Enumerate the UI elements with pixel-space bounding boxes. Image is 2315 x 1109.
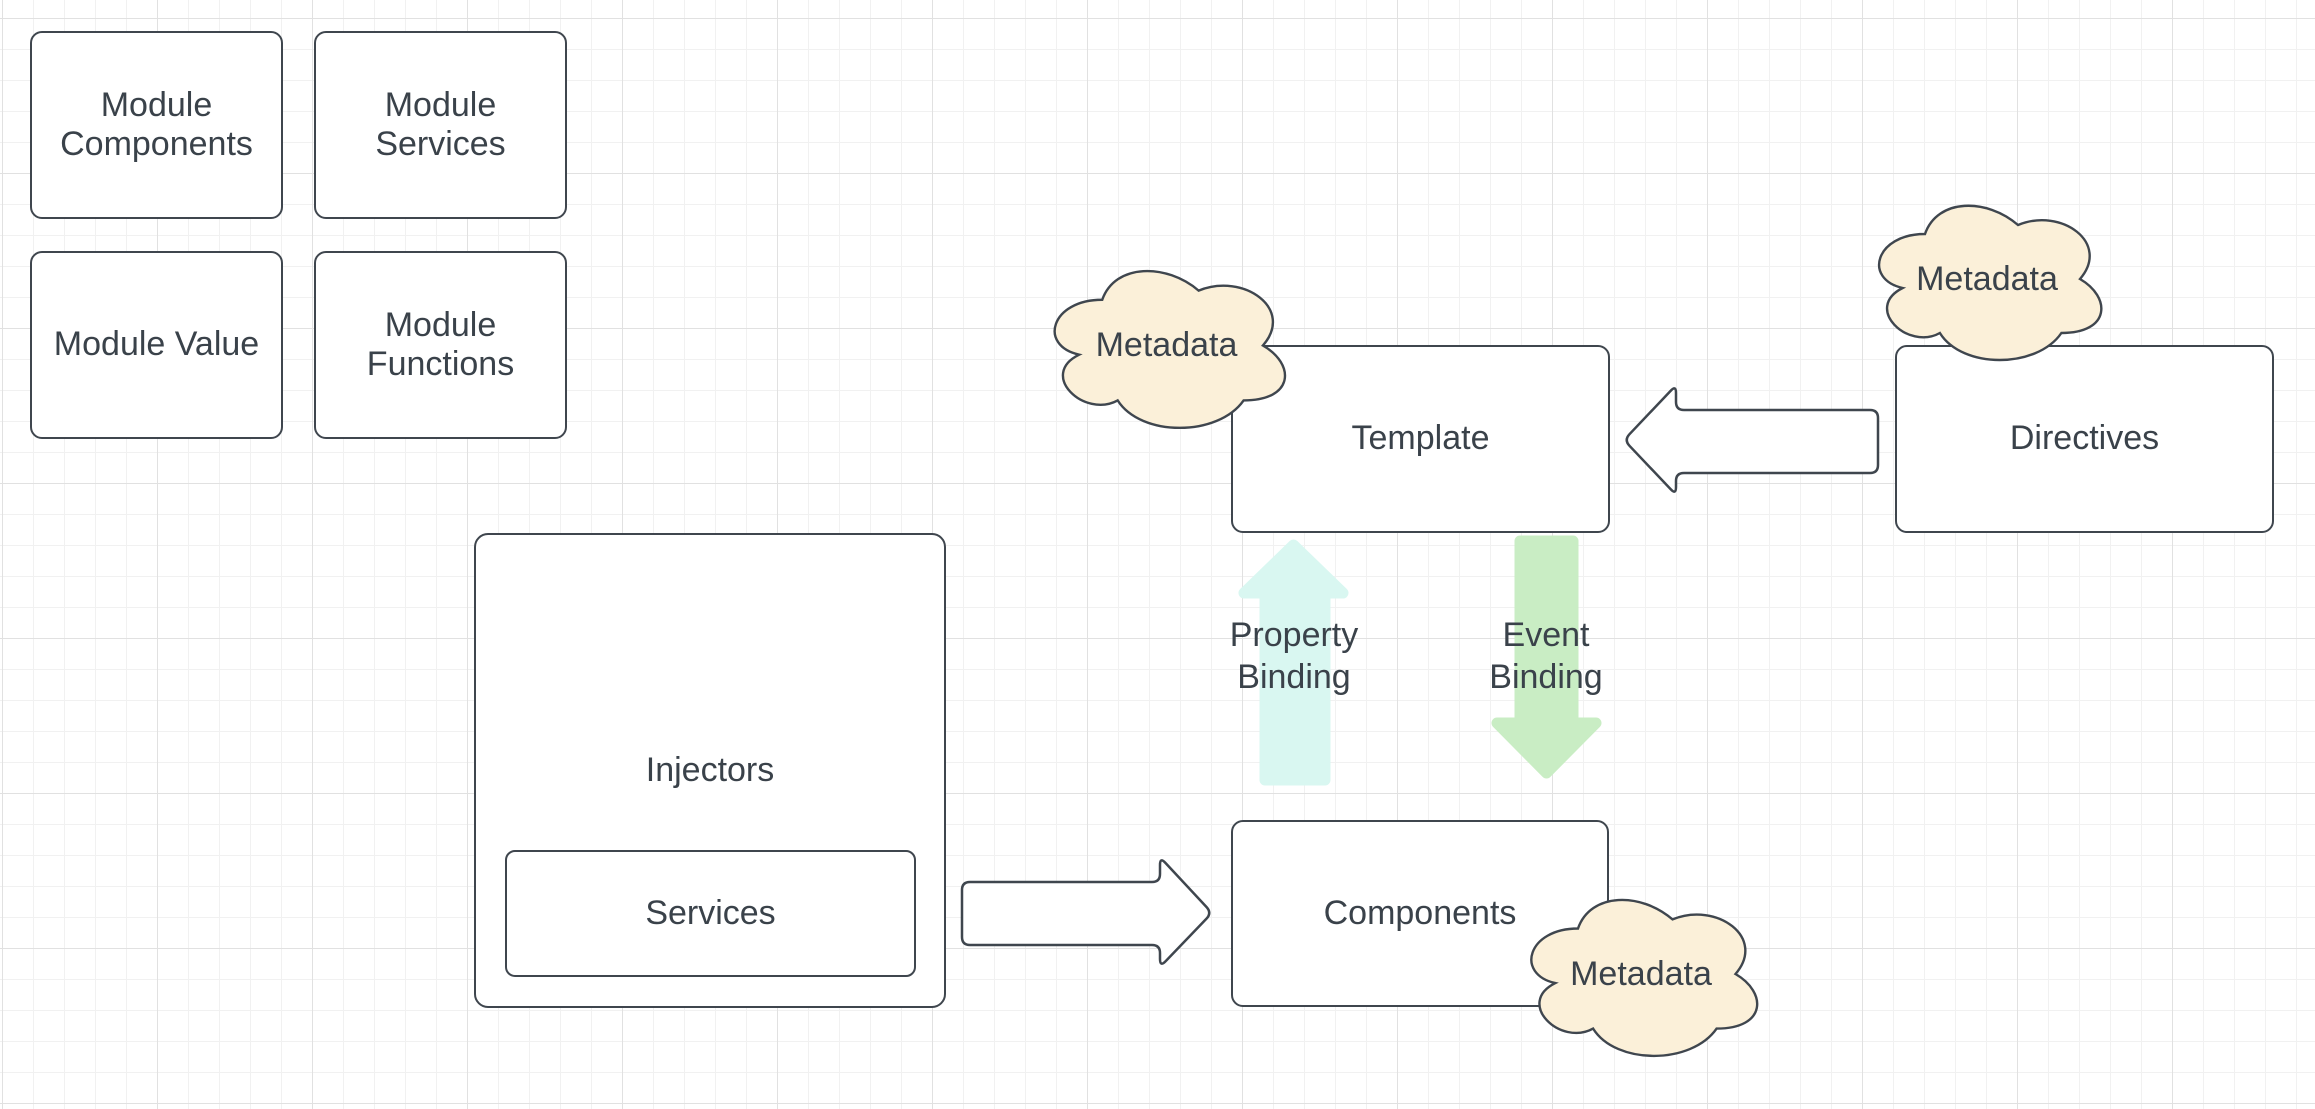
node-template[interactable]: Template bbox=[1231, 345, 1610, 533]
metadata-cloud-template[interactable] bbox=[1038, 254, 1295, 437]
node-label: Components bbox=[1323, 893, 1517, 932]
node-label: Directives bbox=[2009, 419, 2160, 458]
node-services[interactable]: Services bbox=[505, 850, 916, 977]
node-module-components[interactable]: Module Components bbox=[30, 31, 283, 219]
right-arrow-injectors-to-components[interactable] bbox=[960, 857, 1212, 967]
node-label: Module Services bbox=[375, 85, 506, 163]
node-label: Injectors bbox=[645, 751, 775, 789]
node-label: Template bbox=[1351, 419, 1490, 458]
node-module-functions[interactable]: Module Functions bbox=[314, 251, 567, 439]
node-label: Module Value bbox=[53, 325, 260, 364]
node-directives[interactable]: Directives bbox=[1895, 345, 2274, 533]
event-binding-down-arrow[interactable] bbox=[1490, 535, 1603, 780]
node-label: Module Functions bbox=[366, 305, 515, 383]
node-label: Module Components bbox=[60, 85, 253, 163]
metadata-cloud-directives[interactable] bbox=[1863, 189, 2111, 369]
node-module-value[interactable]: Module Value bbox=[30, 251, 283, 439]
property-binding-up-arrow[interactable] bbox=[1237, 538, 1350, 787]
node-module-services[interactable]: Module Services bbox=[314, 31, 567, 219]
node-label: Services bbox=[645, 893, 776, 932]
metadata-cloud-components[interactable] bbox=[1515, 883, 1767, 1065]
left-arrow-directives-to-template[interactable] bbox=[1624, 385, 1880, 495]
